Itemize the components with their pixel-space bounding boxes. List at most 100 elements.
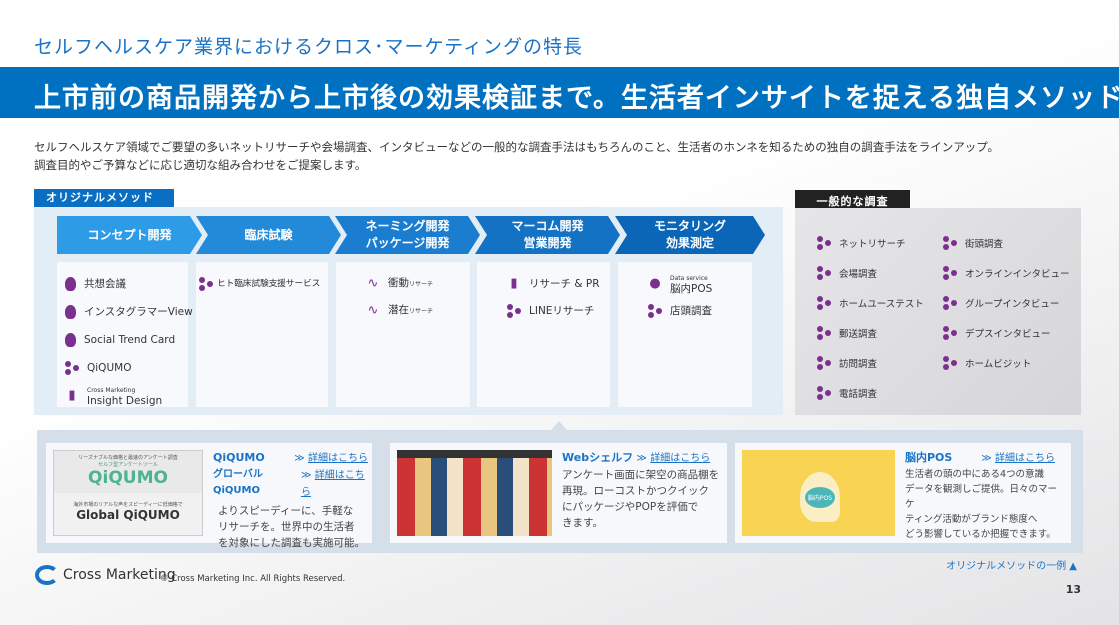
general-survey-item: 電話調査 (817, 378, 924, 408)
molecule-icon (943, 266, 957, 280)
card-text: を対象にした調査も実施可能。 (218, 537, 365, 549)
general-survey-item: デプスインタビュー (943, 318, 1070, 348)
original-method-label: オリジナルメソッド (34, 189, 174, 207)
molecule-icon (65, 361, 79, 375)
molecule-icon (943, 326, 957, 340)
card-text: リサーチを。世界中の生活者 (218, 521, 355, 533)
general-survey-item: グループインタビュー (943, 288, 1070, 318)
callout-notch (551, 421, 567, 430)
brain-pos-details-link[interactable]: 詳細はこちら (995, 453, 1055, 464)
molecule-icon (648, 303, 662, 318)
general-survey-label-text: 一般的な調査 (816, 195, 889, 208)
method-examples-panel: リーズナブルな価格と最速のアンケート調査 セルフ型アンケートツール QiQUMO… (37, 430, 1083, 553)
method-label: 店頭調査 (670, 304, 712, 317)
method-superscript: Data service (670, 274, 708, 282)
card-text: 再現。ローコストかつクイック (562, 485, 709, 497)
description-line: 調査目的やご予算などに応じ適切な組み合わせをご提案します。 (34, 158, 367, 172)
general-survey-label: ネットリサーチ (839, 239, 906, 250)
general-survey-label: デプスインタビュー (965, 329, 1051, 340)
brain-pos-thumbnail: 脳内POS (742, 450, 895, 536)
page-title-banner: 上市前の商品開発から上市後の効果検証まで。生活者インサイトを捉える独自メソッドも (0, 67, 1119, 118)
arrow-icon: ≫ (981, 453, 992, 464)
stage-title: 臨床試験 (244, 227, 293, 242)
stage-title: マーコム開発 (511, 219, 584, 233)
general-survey-label: 電話調査 (839, 389, 878, 400)
molecule-icon (817, 296, 831, 310)
method-label: リサーチ & PR (529, 277, 600, 290)
method-label: QiQUMO (87, 362, 132, 374)
webshelf-thumbnail (397, 450, 552, 536)
copyright: © Cross Marketing Inc. All Rights Reserv… (160, 574, 346, 584)
molecule-icon (817, 326, 831, 340)
brain-pos-icon: ● (649, 275, 661, 291)
general-survey-label: 訪問調査 (839, 359, 878, 370)
qiqumo-thumbnail: リーズナブルな価格と最速のアンケート調査 セルフ型アンケートツール QiQUMO… (53, 450, 203, 536)
chart-box-icon: ▮ (510, 275, 518, 291)
qiqumo-details-link[interactable]: 詳細はこちら (308, 453, 368, 464)
stage-title: 効果測定 (665, 236, 714, 250)
card-text: 生活者の頭の中にある4つの意識 (905, 469, 1045, 480)
card-title: QiQUMO (213, 451, 265, 464)
stage-5: モニタリング効果測定 (615, 216, 765, 254)
page-subtitle: セルフヘルスケア業界におけるクロス･マーケティングの特長 (34, 36, 583, 58)
card-qiqumo: リーズナブルな価格と最速のアンケート調査 セルフ型アンケートツール QiQUMO… (46, 443, 372, 549)
molecule-icon (943, 236, 957, 250)
molecule-icon (507, 303, 521, 318)
method-item: 共想会議 (65, 270, 180, 298)
general-survey-item: 郵送調査 (817, 318, 924, 348)
general-survey-label: 一般的な調査 (795, 190, 910, 208)
general-survey-panel: ネットリサーチ会場調査ホームユーステスト郵送調査訪問調査電話調査 街頭調査オンラ… (795, 208, 1081, 415)
pulse-icon: ∿ (367, 275, 379, 291)
card-text: データを観測しご提供。日々のマーケ (905, 484, 1058, 510)
method-item: ▮ リサーチ & PR (507, 270, 602, 297)
logo-text: Cross Marketing (63, 567, 176, 583)
method-item: QiQUMO (65, 354, 180, 382)
description: セルフヘルスケア領域でご要望の多いネットリサーチや会場調査、インタビューなどの一… (34, 138, 999, 174)
general-survey-label: オンラインインタビュー (965, 269, 1070, 280)
stage-title: 営業開発 (523, 236, 572, 250)
global-qiqumo-logo: Global QiQUMO (76, 508, 180, 522)
general-survey-label: ホームユーステスト (839, 299, 924, 310)
stage-2: 臨床試験 (196, 216, 341, 254)
webshelf-details-link[interactable]: 詳細はこちら (650, 453, 711, 464)
method-label: ヒト臨床試験支援サービス (217, 278, 321, 289)
general-survey-item: 街頭調査 (943, 228, 1070, 258)
molecule-icon (817, 386, 831, 400)
brain-label: 脳内POS (804, 486, 836, 508)
stage-title: ネーミング開発 (365, 219, 450, 233)
general-survey-label: 街頭調査 (965, 239, 1004, 250)
card-text: よりスピーディーに、手軽な (218, 505, 354, 517)
card-title: グローバルQiQUMO (213, 469, 263, 496)
molecule-icon (943, 356, 957, 370)
molecule-icon (817, 236, 831, 250)
thumb-sub: セルフ型アンケートツール (98, 462, 158, 468)
stage-methods: ヒト臨床試験支援サービス (196, 262, 328, 407)
method-item: インスタグラマーView (65, 298, 193, 326)
stage-methods: ∿衝動リサーチ∿潜在リサーチ (336, 262, 470, 407)
method-item: ヒト臨床試験支援サービス (199, 270, 325, 297)
molecule-icon (199, 276, 213, 291)
method-item: ∿潜在リサーチ (366, 297, 462, 324)
card-text: アンケート画面に架空の商品棚を (562, 469, 720, 481)
method-label: 潜在 (388, 303, 409, 316)
thumb-caption: リーズナブルな価格と最速のアンケート調査 (78, 455, 178, 461)
molecule-icon (943, 296, 957, 310)
card-text: ティング活動がブランド態度へ (905, 514, 1038, 525)
method-suffix: リサーチ (409, 307, 434, 315)
global-qiqumo-details-link[interactable]: 詳細はこちら (300, 470, 365, 498)
molecule-icon (817, 356, 831, 370)
card-title: 脳内POS (905, 451, 953, 464)
card-text: きます。 (562, 517, 603, 529)
card-brain-pos: 脳内POS 脳内POS ≫ 詳細はこちら 生活者の頭の中にある4つの意識 データを… (735, 443, 1071, 543)
general-survey-item: ネットリサーチ (817, 228, 924, 258)
card-text: どう影響しているか把握できます。 (905, 529, 1056, 540)
insight-design-icon: ▮ (68, 388, 76, 403)
company-logo: Cross Marketing (35, 565, 176, 585)
logo-swoosh-icon (35, 565, 59, 585)
molecule-icon (817, 266, 831, 280)
head-icon: 脳内POS (800, 472, 840, 522)
general-survey-item: ホームユーステスト (817, 288, 924, 318)
lightbulb-icon (65, 333, 76, 347)
